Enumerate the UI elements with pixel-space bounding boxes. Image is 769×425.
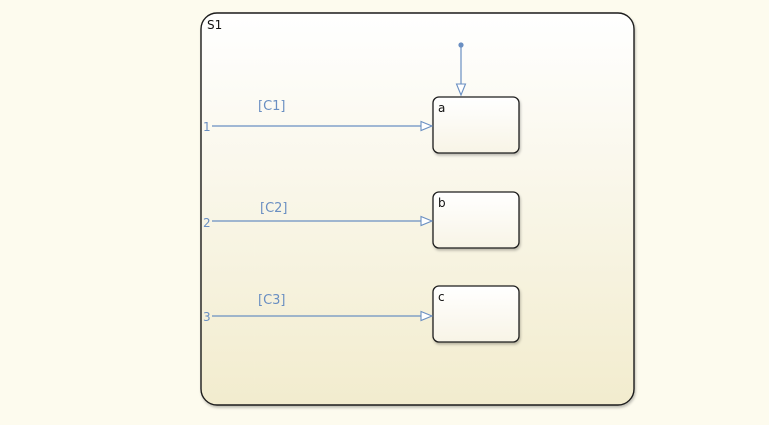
substate-b-label: b xyxy=(438,196,446,210)
substate-c-box[interactable] xyxy=(432,285,520,343)
transition-3-condition[interactable]: [C3] xyxy=(258,293,286,308)
transition-3-arrowhead xyxy=(420,310,434,322)
transition-3[interactable]: 3 [C3] xyxy=(203,293,434,324)
entry-port-3-label: 3 xyxy=(203,310,211,324)
superstate-label: S1 xyxy=(207,18,222,32)
superstate-s1[interactable]: S1 xyxy=(200,12,635,406)
entry-port-2-label: 2 xyxy=(203,216,211,230)
substate-a-label: a xyxy=(438,101,445,115)
transition-2-arrowhead xyxy=(420,215,434,227)
substate-b-box[interactable] xyxy=(432,191,520,249)
default-transition-arrowhead xyxy=(455,83,467,97)
substate-a-box[interactable] xyxy=(432,96,520,154)
superstate-box[interactable] xyxy=(200,12,635,406)
transition-1-condition[interactable]: [C1] xyxy=(258,99,286,114)
substate-c[interactable]: c xyxy=(432,285,520,343)
default-transition[interactable] xyxy=(455,42,467,97)
transition-1[interactable]: 1 [C1] xyxy=(203,99,434,134)
transition-2[interactable]: 2 [C2] xyxy=(203,201,434,230)
substate-a[interactable]: a xyxy=(432,96,520,154)
transition-2-condition[interactable]: [C2] xyxy=(260,201,288,216)
transition-1-arrowhead xyxy=(420,120,434,132)
default-transition-dot xyxy=(458,42,464,48)
entry-port-1-label: 1 xyxy=(203,120,211,134)
substate-b[interactable]: b xyxy=(432,191,520,249)
substate-c-label: c xyxy=(438,290,445,304)
